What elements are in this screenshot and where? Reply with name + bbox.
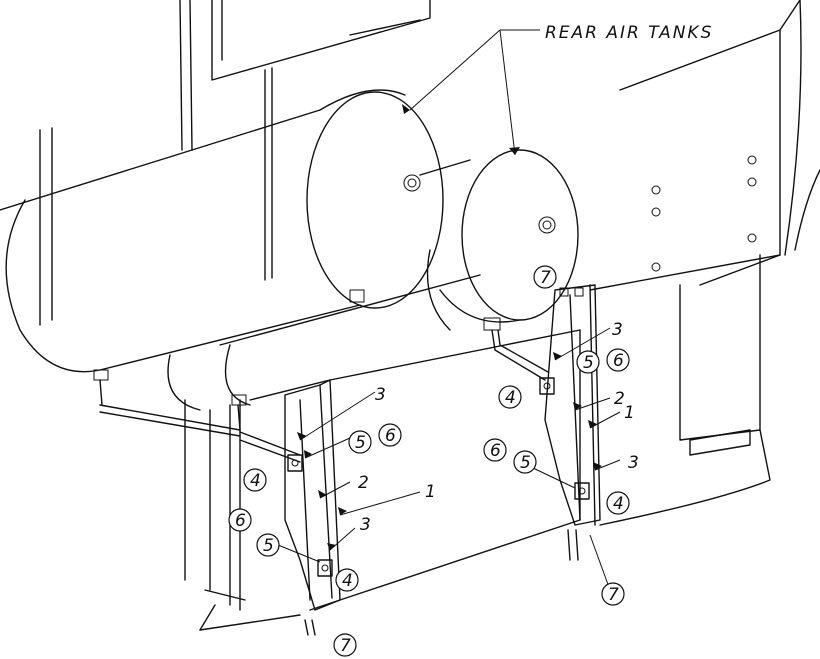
callout-5-left-lower: 5 <box>263 536 274 556</box>
callout-3-right-upper: 3 <box>612 320 623 340</box>
callout-circle-7-right-lower <box>601 582 625 606</box>
callout-6-right-upper: 6 <box>613 351 624 371</box>
callout-circle-6-left-upper <box>378 423 402 447</box>
callout-5-right-upper: 5 <box>583 353 594 373</box>
callout-3-right-lower: 3 <box>628 453 639 473</box>
callout-circle-7-left <box>333 633 357 657</box>
callout-6-left-upper: 6 <box>385 426 396 446</box>
right-air-tank <box>167 149 579 411</box>
callout-4-left-upper: 4 <box>250 471 261 491</box>
callout-circle-7-right-upper <box>533 265 557 289</box>
callout-circle-4-left-upper <box>243 468 267 492</box>
right-callouts: 7 3 5 6 4 2 1 6 3 5 4 7 <box>483 265 639 606</box>
callout-6-right-lower: 6 <box>490 441 501 461</box>
callout-4-left-lower: 4 <box>342 571 353 591</box>
callout-circle-6-right-upper <box>606 348 630 372</box>
lower-panel <box>184 329 581 631</box>
leader-lines <box>277 29 621 591</box>
callout-3-upper-left: 3 <box>375 385 386 405</box>
callout-6-left-lower: 6 <box>235 511 246 531</box>
callout-circle-5-left-upper <box>348 430 372 454</box>
rear-air-tanks-label: REAR AIR TANKS <box>545 23 713 43</box>
callout-7-right-upper: 7 <box>540 268 551 288</box>
callout-circle-4-right-upper <box>498 385 522 409</box>
callout-4-right-lower: 4 <box>613 494 624 514</box>
callout-circle-4-left-lower <box>335 568 359 592</box>
callout-5-left-upper: 5 <box>355 433 366 453</box>
callout-4-right-upper: 4 <box>505 388 516 408</box>
callout-5-right-lower: 5 <box>520 453 531 473</box>
callout-circle-5-right-upper <box>576 350 600 374</box>
callout-circle-4-right-lower <box>606 491 630 515</box>
callout-1-left: 1 <box>425 482 436 502</box>
left-fittings <box>93 369 301 463</box>
callout-3-lower-left: 3 <box>360 515 371 535</box>
arrow-heads <box>297 104 602 550</box>
callout-circle-5-left-lower <box>256 533 280 557</box>
upper-frame <box>179 0 820 526</box>
callout-2-left: 2 <box>358 473 369 493</box>
callout-circle-6-right-lower <box>483 438 507 462</box>
left-callouts: 3 5 6 4 2 1 3 6 5 4 7 <box>228 385 436 657</box>
left-air-tank <box>0 67 444 373</box>
left-bracket <box>284 379 341 636</box>
right-bracket <box>483 284 601 561</box>
callout-circle-6-left-lower <box>228 508 252 532</box>
callout-circle-5-right-lower <box>513 450 537 474</box>
callout-1-right: 1 <box>624 403 635 423</box>
callout-2-right: 2 <box>614 389 625 409</box>
callout-7-right-lower: 7 <box>608 585 619 605</box>
callout-7-left: 7 <box>340 636 351 656</box>
